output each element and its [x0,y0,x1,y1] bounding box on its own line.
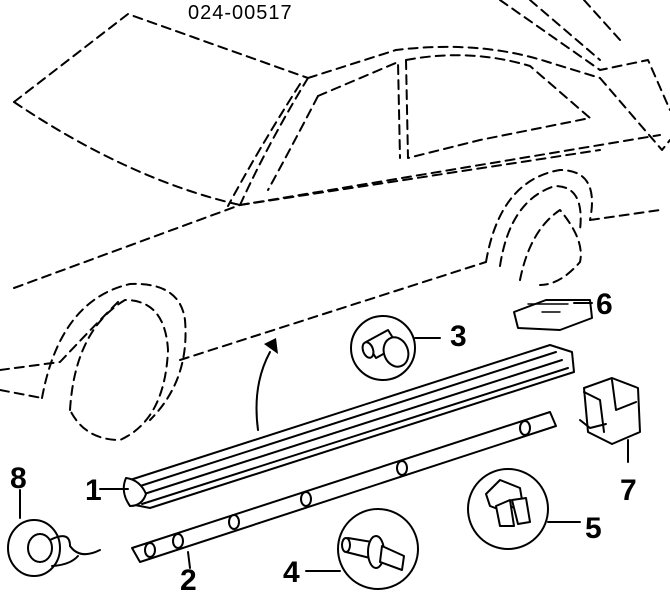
retainer-hole [396,460,408,476]
retainer-hole [519,420,531,436]
rear-wheel-arch [485,169,593,263]
c-pillar [599,77,670,151]
windshield-inner [227,83,301,207]
rocker-line [179,261,487,361]
bracket-body [583,377,641,445]
clip-body [379,545,405,571]
hood-front-edge [13,101,241,206]
rivet-tip [361,341,375,359]
rear-roof [529,0,601,61]
end-cap-detail [527,303,569,313]
front-bumper [0,299,121,371]
trunk-edge [583,0,621,41]
callout-6: 6 [596,288,613,321]
retainer-hole [300,491,312,507]
rear-lower [589,209,661,221]
callout-4: 4 [283,556,300,589]
front-tire [69,299,169,441]
callout-1: 1 [85,474,102,507]
part-4-clip [305,508,419,590]
leader-line-2 [187,551,191,569]
tape-strip [49,535,101,567]
rocker-molding-end [122,477,147,507]
retainer-hole [172,533,184,549]
document-number: 024-00517 [188,2,293,24]
roof-line [307,45,601,79]
front-wheel-arch [41,282,187,421]
rocker-molding-groove-1 [133,351,557,489]
hood-outline [13,13,309,103]
bracket-lip [579,419,607,429]
arrow-shaft [255,351,271,431]
callout-8: 8 [10,462,27,495]
front-window-lower [267,95,319,191]
callout-5: 5 [585,512,602,545]
arrow-head [264,338,278,354]
fastener-leg-right [511,497,531,525]
rear-deck [499,0,670,111]
front-lower [0,389,43,399]
part-7-bracket [579,377,641,463]
part-8-tape-roll [7,489,101,577]
tape-roll-inner [27,533,53,563]
install-arrow [255,338,278,431]
car-body-outline [0,0,670,441]
retainer-hole [228,514,240,530]
rivet-head [382,336,410,368]
rear-wheel-arch-inner [499,185,582,267]
rocker-molding-groove-3 [141,367,569,505]
end-cap-body [513,299,593,331]
fastener-leg-left [495,499,515,527]
front-window [317,61,401,159]
rear-tire [519,209,582,286]
door-top [239,149,601,206]
part-3-rivet [350,315,441,381]
rocker-molding-groove-2 [137,359,563,497]
callout-7: 7 [620,474,637,507]
part-1-rocker-molding [122,344,575,509]
part-2-retainer-strip [131,411,557,569]
retainer-hole [144,542,156,558]
part-5-fastener [467,468,581,550]
rear-window [405,54,591,159]
callout-3: 3 [450,320,467,353]
bracket-edges [583,379,637,433]
part-6-end-cap [513,299,593,331]
callout-2: 2 [180,564,197,597]
clip-tip [341,537,351,553]
a-pillar [239,77,309,206]
